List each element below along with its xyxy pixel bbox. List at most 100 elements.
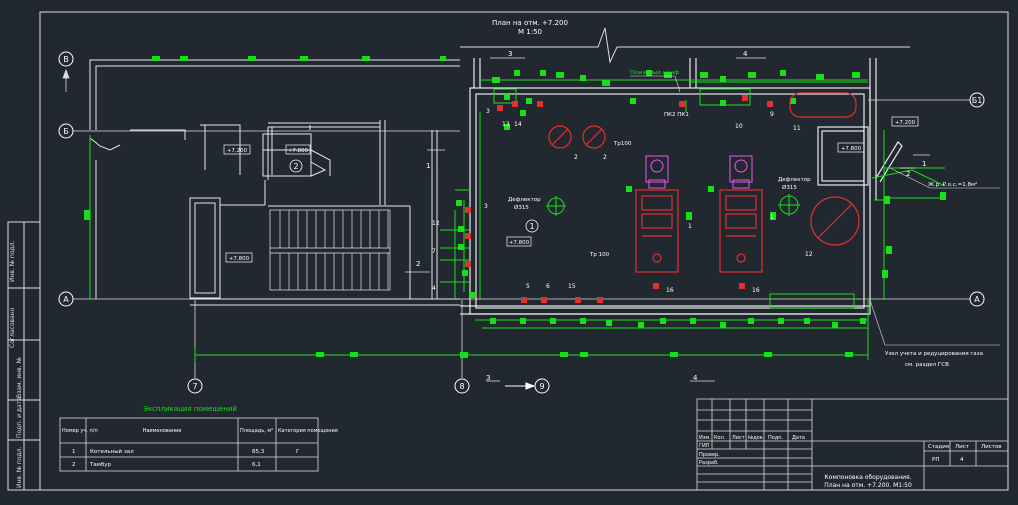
stamp-replaced: Взам. инв. № bbox=[16, 357, 23, 398]
expl-header-num: Номер уч. п/п bbox=[62, 428, 98, 434]
tb-sheet-value: 4 bbox=[960, 457, 964, 463]
callout-2b: 2 bbox=[603, 154, 607, 161]
room-numbers: 2 1 bbox=[289, 159, 539, 233]
green-marker bbox=[686, 212, 692, 220]
green-dimension-lines bbox=[89, 79, 946, 362]
dim-1-left: 1 bbox=[426, 162, 430, 170]
axis-bubbles bbox=[58, 51, 985, 394]
tb-stage-header: Стадия bbox=[928, 444, 949, 450]
expl-row2-name: Тамбур bbox=[89, 462, 112, 468]
label-vent-note: Ж.р. Р.о.с.=1.8м² bbox=[928, 181, 977, 188]
axis-bubble-v bbox=[58, 51, 74, 67]
deflector-symbols bbox=[546, 194, 800, 216]
green-marker bbox=[440, 56, 446, 61]
green-marker bbox=[646, 70, 652, 76]
green-marker bbox=[504, 124, 510, 130]
green-marker bbox=[300, 56, 308, 61]
green-marker bbox=[886, 246, 892, 254]
green-marker bbox=[514, 70, 520, 76]
label-leaders bbox=[630, 75, 1000, 346]
pipe-valve bbox=[575, 297, 581, 303]
callout-1a: 1 bbox=[688, 223, 692, 230]
green-marker bbox=[580, 318, 586, 324]
stamp-agreed: Согласовано bbox=[9, 307, 16, 348]
tb-sheets-header: Листов bbox=[981, 444, 1002, 450]
level-left-2: +7.800 bbox=[288, 148, 309, 154]
axis-lines bbox=[62, 68, 970, 378]
pipe-valve bbox=[767, 101, 773, 107]
pipe-valve bbox=[597, 297, 603, 303]
left-building-walls bbox=[89, 59, 460, 306]
green-marker bbox=[816, 74, 824, 80]
stair-treads bbox=[269, 209, 391, 291]
green-marker bbox=[626, 186, 632, 192]
axis-label-a-right: А bbox=[974, 295, 980, 304]
label-deflector-right-size: Ø315 bbox=[782, 184, 797, 191]
green-marker bbox=[670, 352, 678, 357]
green-marker bbox=[520, 318, 526, 324]
boilers bbox=[635, 189, 763, 273]
callout-12-right: 12 bbox=[805, 251, 813, 258]
green-marker bbox=[832, 322, 838, 328]
dim-2-left: 2 bbox=[416, 260, 420, 268]
boiler-room-walls bbox=[460, 58, 903, 315]
green-markers bbox=[84, 56, 946, 358]
green-marker bbox=[606, 320, 612, 326]
axis-label-v: В bbox=[63, 55, 69, 64]
expl-row1-name: Котельный зал bbox=[90, 448, 134, 455]
green-marker bbox=[152, 56, 160, 61]
level-right-1: +7.200 bbox=[895, 120, 916, 126]
title-block-roles: ГИП Провер. Разраб. bbox=[699, 443, 720, 466]
callout-13: 13 bbox=[502, 121, 510, 128]
title-block-cols: Изм. Кол. Лист №док. Подп. Дата bbox=[699, 435, 805, 441]
green-marker bbox=[790, 98, 796, 104]
green-marker bbox=[860, 318, 866, 324]
pipe-valve bbox=[521, 297, 527, 303]
tb-sheet-header: Лист bbox=[955, 444, 970, 450]
axis-label-8: 8 bbox=[459, 382, 464, 391]
axis-bubble-b1 bbox=[969, 92, 985, 108]
pipe-valve bbox=[679, 101, 685, 107]
callout-3-left: 3 bbox=[484, 203, 488, 210]
axis-bubble-labels: В Б А А Б1 7 8 9 bbox=[63, 55, 982, 391]
label-gas-unit: Узел учета и редуцирования газа bbox=[885, 351, 983, 357]
green-marker bbox=[350, 352, 358, 357]
equipment-labels: Пожарный шкаф ПК2 ПК1 Тр100 Тр 100 Дефле… bbox=[508, 69, 983, 368]
green-marker bbox=[638, 322, 644, 328]
green-marker bbox=[700, 72, 708, 78]
dim-3-bottom: 3 bbox=[486, 374, 490, 382]
green-marker bbox=[720, 322, 726, 328]
dim-2-right: 2 bbox=[906, 170, 910, 178]
callout-numbers: 3 13 14 2 2 1 1 10 9 11 12 7 4 3 5 6 15 … bbox=[432, 108, 813, 294]
green-marker bbox=[492, 77, 500, 83]
green-marker bbox=[470, 292, 476, 298]
explication-rows: 1 Котельный зал 85,3 Г 2 Тамбур 6,1 bbox=[72, 448, 300, 468]
plan-scale: М 1:50 bbox=[518, 28, 542, 36]
tb-stage-value: РП bbox=[932, 457, 939, 463]
level-marks bbox=[223, 116, 919, 263]
green-marker bbox=[460, 352, 468, 358]
axis-label-b: Б bbox=[63, 127, 69, 136]
green-marker bbox=[664, 72, 672, 78]
label-pk: ПК2 ПК1 bbox=[664, 112, 689, 118]
callout-14: 14 bbox=[514, 121, 522, 128]
circulation-pumps bbox=[548, 92, 860, 246]
callout-5: 5 bbox=[526, 283, 530, 290]
expl-header-area: Площадь, м² bbox=[240, 428, 273, 434]
title-block-sheet-title: Компоновка оборудования. План на отм. +7… bbox=[824, 474, 912, 489]
green-marker bbox=[550, 318, 556, 324]
stamp-inv: Инв. № подл. bbox=[16, 447, 23, 488]
label-deflector-left-size: Ø315 bbox=[514, 204, 529, 211]
expl-header-name: Наименование bbox=[143, 428, 182, 434]
title-block-lines bbox=[696, 398, 1009, 491]
axis-bubble-8 bbox=[454, 378, 470, 394]
axis-label-b1: Б1 bbox=[972, 96, 983, 105]
pipe-valve bbox=[742, 95, 748, 101]
green-marker bbox=[458, 244, 464, 250]
dim-4-bottom: 4 bbox=[693, 374, 698, 382]
callout-12-left: 12 bbox=[432, 220, 440, 227]
axis-arrow-8-9 bbox=[505, 382, 536, 390]
level-right-2: +7.800 bbox=[841, 146, 862, 152]
